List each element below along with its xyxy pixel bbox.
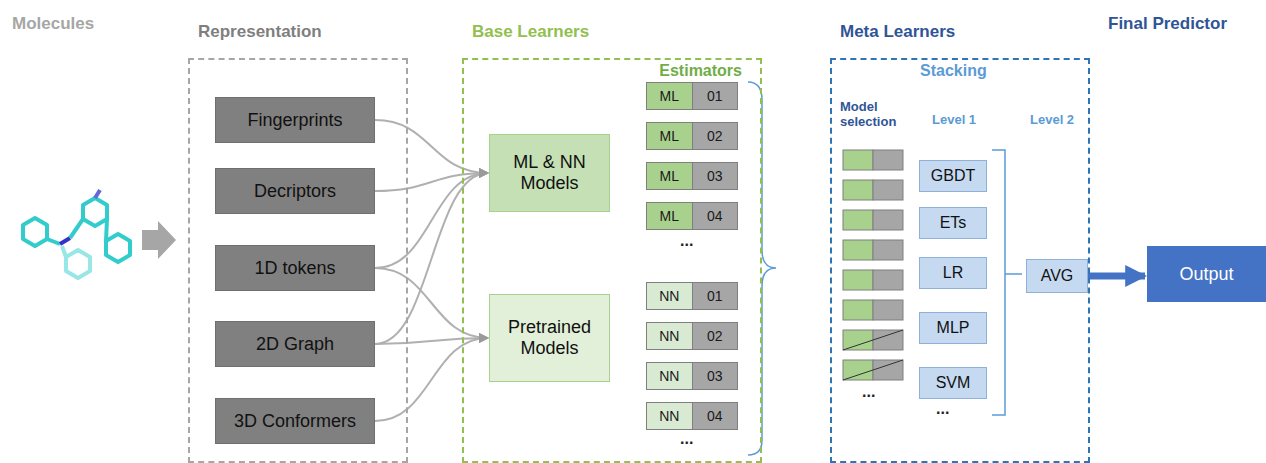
flow-arrow xyxy=(142,221,176,259)
meta-learner-box: MLP xyxy=(919,312,987,344)
box-label: AVG xyxy=(1035,267,1080,285)
meta-learner-box: GBDT xyxy=(919,160,987,192)
output-box: Output xyxy=(1147,246,1266,302)
estimators-brace xyxy=(748,82,776,455)
ellipsis: ... xyxy=(862,383,875,401)
box-label: 3D Conformers xyxy=(228,411,362,432)
column-heading: Meta Learners xyxy=(840,22,955,42)
connector xyxy=(375,120,488,173)
connector xyxy=(1088,273,1145,280)
level-heading: Level 1 xyxy=(932,112,976,127)
level-heading: Level 2 xyxy=(1030,112,1074,127)
estimator-box: NN03 xyxy=(646,362,738,390)
representation-box: Fingerprints xyxy=(215,97,375,143)
level-heading: Model selection xyxy=(840,100,912,130)
estimator-number: 02 xyxy=(692,323,738,349)
representation-box: 3D Conformers xyxy=(215,398,375,444)
ellipsis: ... xyxy=(936,400,949,418)
dashed-region: Base LearnersEstimatorsML & NN ModelsPre… xyxy=(462,58,762,463)
estimator-box: NN04 xyxy=(646,402,738,430)
connector xyxy=(375,268,488,338)
estimator-kind: NN xyxy=(647,283,692,309)
average-box: AVG xyxy=(1026,259,1088,293)
estimator-number: 04 xyxy=(692,403,738,429)
estimator-kind: ML xyxy=(647,163,692,189)
molecule-illustration xyxy=(23,190,130,278)
estimator-box: NN02 xyxy=(646,322,738,350)
estimator-kind: NN xyxy=(647,363,692,389)
model-box: Pretrained Models xyxy=(489,294,610,382)
box-label: 2D Graph xyxy=(250,334,340,355)
representation-box: Decriptors xyxy=(215,168,375,214)
estimator-box: NN01 xyxy=(646,282,738,310)
estimator-kind: ML xyxy=(647,123,692,149)
representation-box: 1D tokens xyxy=(215,245,375,291)
connector xyxy=(375,338,488,421)
estimator-box: ML04 xyxy=(646,202,738,230)
level1-bracket xyxy=(992,150,1022,415)
model-selection-marks xyxy=(843,150,903,380)
representation-box: 2D Graph xyxy=(215,321,375,367)
connector xyxy=(375,173,488,344)
box-label: Decriptors xyxy=(248,181,342,202)
estimator-number: 02 xyxy=(692,123,738,149)
box-label: GBDT xyxy=(925,167,981,185)
estimator-kind: ML xyxy=(647,83,692,109)
estimator-number: 03 xyxy=(692,363,738,389)
estimator-kind: ML xyxy=(647,203,692,229)
box-label: Fingerprints xyxy=(241,110,348,131)
estimator-kind: NN xyxy=(647,403,692,429)
column-heading: Representation xyxy=(198,22,322,42)
region-title: Estimators xyxy=(659,62,742,80)
ellipsis: ... xyxy=(680,430,693,448)
estimator-box: ML01 xyxy=(646,82,738,110)
region-title: Stacking xyxy=(920,62,987,80)
ellipsis: ... xyxy=(680,232,693,250)
box-label: MLP xyxy=(931,319,976,337)
meta-learner-box: LR xyxy=(919,257,987,289)
estimator-box: ML02 xyxy=(646,122,738,150)
column-heading: Final Predictor xyxy=(1108,14,1227,34)
column-heading: Base Learners xyxy=(472,22,589,42)
meta-learner-box: SVM xyxy=(919,367,987,399)
box-label: LR xyxy=(937,264,969,282)
connector xyxy=(375,173,488,268)
estimator-number: 01 xyxy=(692,283,738,309)
box-label: ETs xyxy=(934,214,973,232)
meta-learner-box: ETs xyxy=(919,207,987,239)
estimator-kind: NN xyxy=(647,323,692,349)
estimator-number: 01 xyxy=(692,83,738,109)
box-label: 1D tokens xyxy=(248,258,341,279)
estimator-box: ML03 xyxy=(646,162,738,190)
dashed-region: RepresentationFingerprintsDecriptors1D t… xyxy=(188,58,408,463)
estimator-number: 04 xyxy=(692,203,738,229)
box-label: SVM xyxy=(930,374,977,392)
model-box: ML & NN Models xyxy=(489,134,610,212)
estimator-number: 03 xyxy=(692,163,738,189)
box-label: Pretrained Models xyxy=(490,317,609,359)
box-label: Output xyxy=(1173,264,1239,285)
box-label: ML & NN Models xyxy=(490,152,609,194)
column-heading: Molecules xyxy=(12,14,94,34)
